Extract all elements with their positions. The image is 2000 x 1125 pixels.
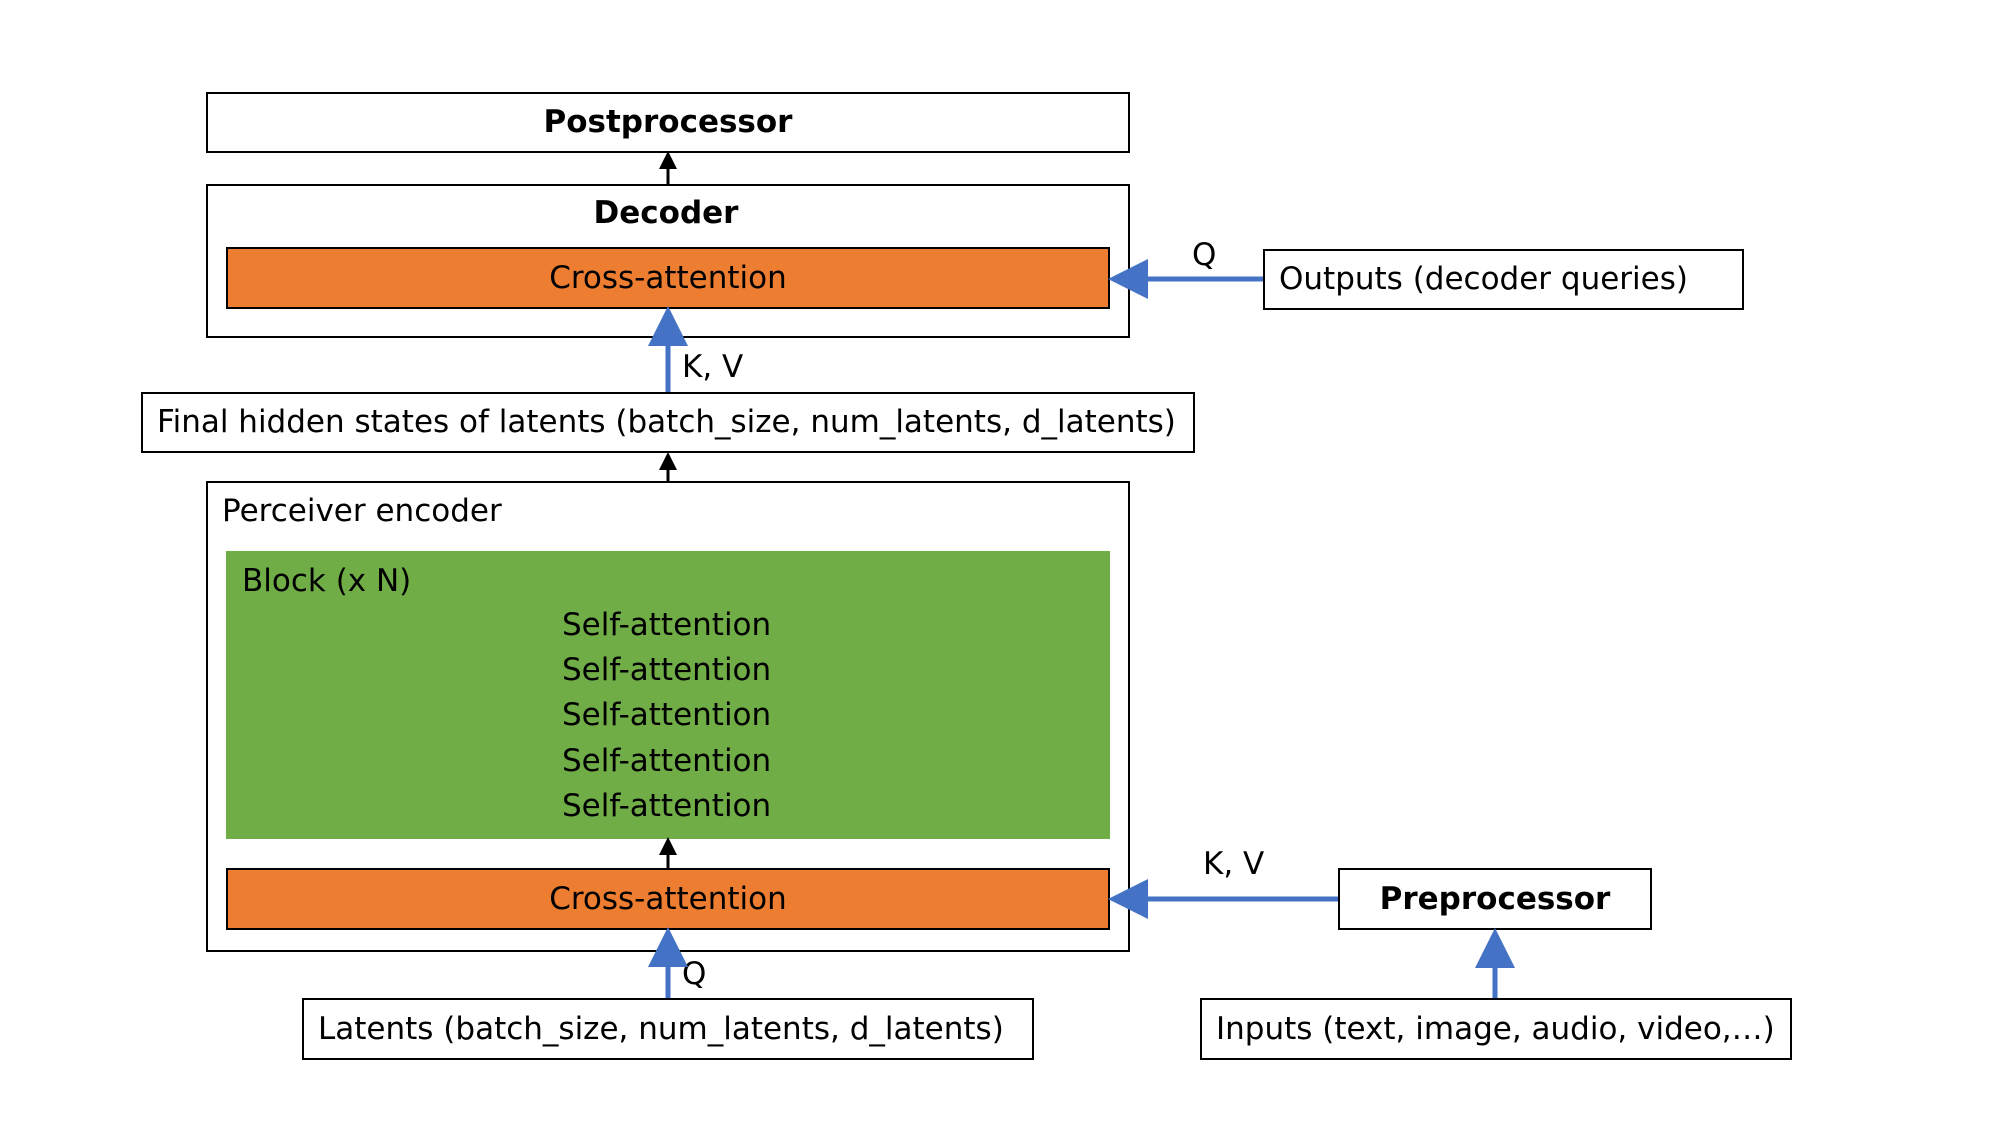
encoder-kv-label: K, V	[1203, 846, 1265, 882]
encoder-cross-attention: Cross-attention	[226, 868, 1110, 930]
decoder-query-label: Q	[1192, 237, 1217, 273]
self-attention-1: Self-attention	[562, 607, 772, 643]
encoder-title: Perceiver encoder	[222, 493, 502, 529]
final-hidden-states-box: Final hidden states of latents (batch_si…	[141, 392, 1195, 453]
inputs-label: Inputs (text, image, audio, video,…)	[1216, 1010, 1775, 1047]
encoder-cross-attention-label: Cross-attention	[549, 880, 787, 917]
outputs-box: Outputs (decoder queries)	[1263, 249, 1744, 310]
postprocessor-label: Postprocessor	[543, 104, 793, 140]
preprocessor-box: Preprocessor	[1338, 868, 1652, 930]
final-hidden-states-label: Final hidden states of latents (batch_si…	[157, 404, 1176, 440]
block-title: Block (x N)	[242, 563, 412, 599]
block-box	[226, 551, 1110, 839]
self-attention-5: Self-attention	[562, 788, 772, 824]
self-attention-4: Self-attention	[562, 743, 772, 779]
decoder-title: Decoder	[593, 195, 739, 231]
self-attention-3: Self-attention	[562, 697, 772, 733]
decoder-cross-attention: Cross-attention	[226, 247, 1110, 309]
decoder-kv-label: K, V	[682, 349, 744, 385]
inputs-box: Inputs (text, image, audio, video,…)	[1200, 998, 1792, 1060]
latents-box: Latents (batch_size, num_latents, d_late…	[302, 998, 1034, 1060]
decoder-cross-attention-label: Cross-attention	[549, 259, 787, 296]
preprocessor-label: Preprocessor	[1379, 880, 1611, 917]
encoder-query-label: Q	[682, 956, 707, 992]
outputs-label: Outputs (decoder queries)	[1279, 261, 1688, 297]
postprocessor-box: Postprocessor	[206, 92, 1130, 153]
latents-label: Latents (batch_size, num_latents, d_late…	[318, 1010, 1004, 1047]
self-attention-2: Self-attention	[562, 652, 772, 688]
